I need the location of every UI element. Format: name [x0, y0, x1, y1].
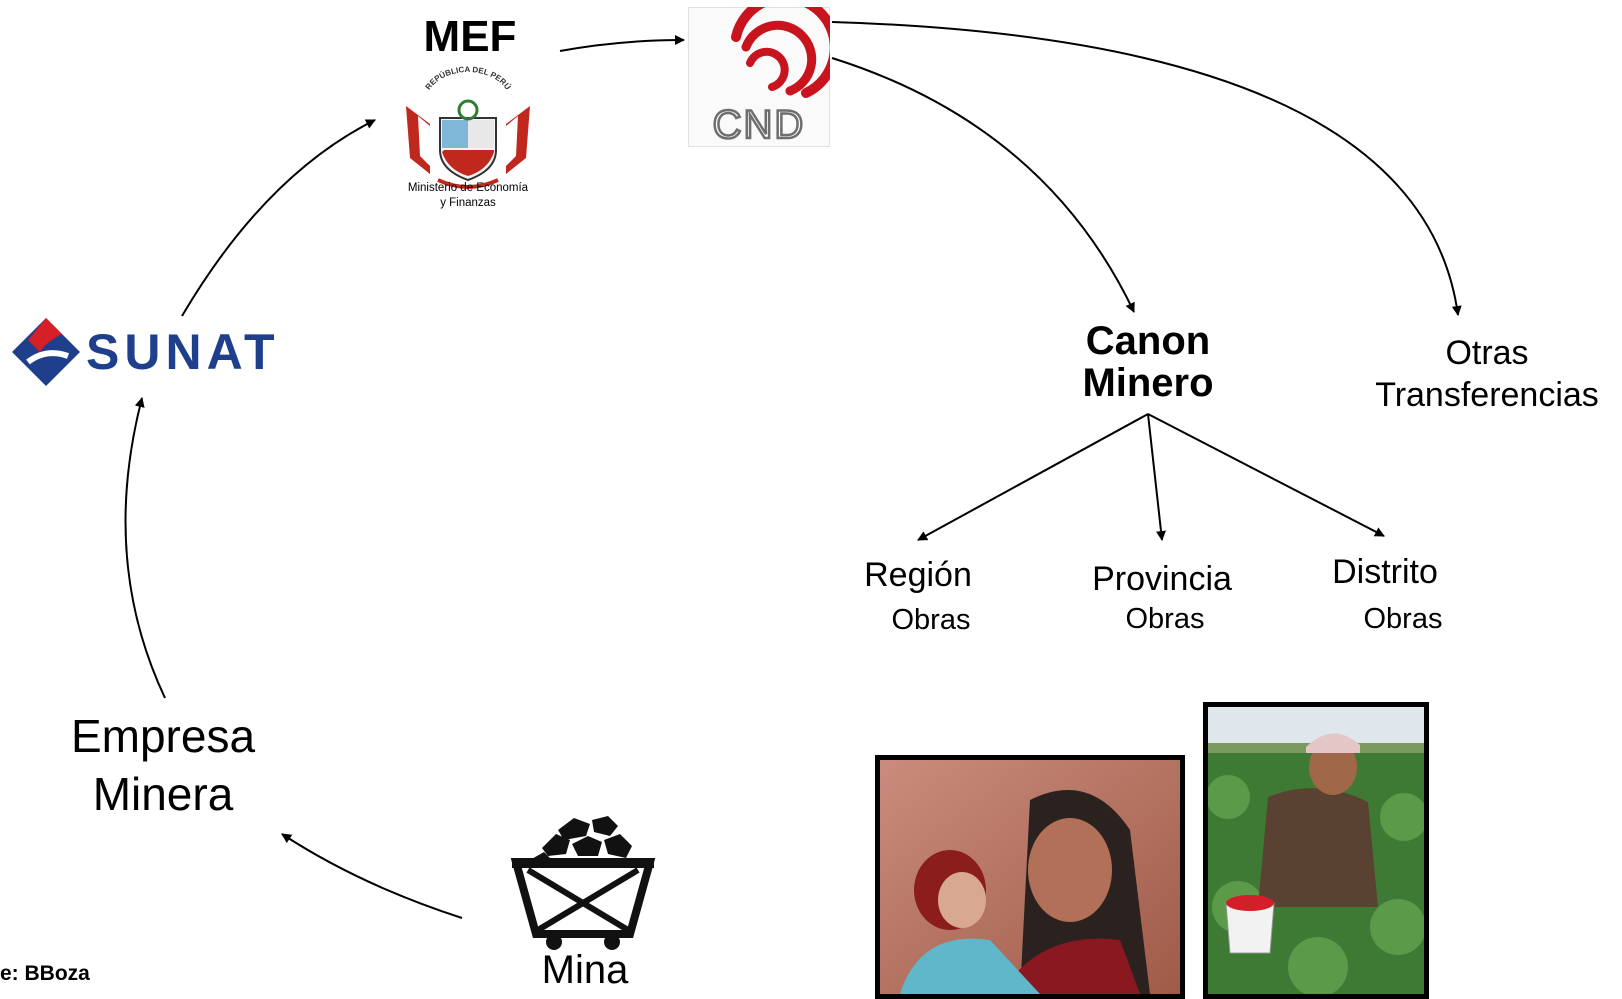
mef-title: MEF	[423, 12, 517, 61]
canon-line1: Canon	[1085, 319, 1211, 363]
arrow-cnd-to-otras	[831, 21, 1462, 316]
arrow-mef-to-cnd	[559, 35, 685, 52]
otras-transferencias-label: Otras Transferencias	[1362, 332, 1612, 416]
region-label: Región	[864, 556, 972, 594]
farmer-image	[1208, 707, 1424, 994]
svg-text:SUNAT: SUNAT	[86, 324, 280, 380]
arrow-canon-to-region	[917, 413, 1149, 541]
mine-cart-icon	[510, 816, 656, 950]
arrow-empresa-to-sunat	[124, 397, 166, 699]
distrito-obras-label: Obras	[1363, 603, 1443, 635]
empresa-line1: Empresa	[70, 710, 256, 762]
empresa-line2: Minera	[92, 768, 234, 820]
arrow-canon-to-provincia	[1147, 413, 1166, 541]
photo-mother-child	[875, 755, 1185, 999]
cnd-logo: CND	[688, 7, 830, 147]
region-obras-label: Obras	[891, 604, 971, 636]
arrow-canon-to-distrito	[1147, 413, 1385, 537]
arrow-mina-to-empresa	[281, 833, 463, 919]
provincia-label: Provincia	[1092, 560, 1232, 598]
mina-label: Mina	[541, 948, 629, 992]
otras-line1: Otras	[1445, 334, 1529, 372]
source-note: e: BBoza	[0, 962, 90, 985]
svg-text:REPÚBLICA DEL PERÚ: REPÚBLICA DEL PERÚ	[424, 65, 513, 92]
arrow-cnd-to-canon	[831, 57, 1135, 313]
distrito-label: Distrito	[1332, 553, 1438, 591]
canon-line2: Minero	[1082, 361, 1214, 405]
mef-seal-logo: REPÚBLICA DEL PERÚ Ministerio de Economí…	[406, 65, 530, 209]
svg-text:Ministerio de Economía: Ministerio de Economía	[408, 182, 529, 194]
provincia-obras-label: Obras	[1125, 603, 1205, 635]
otras-line2: Transferencias	[1375, 376, 1599, 414]
svg-text:y Finanzas: y Finanzas	[440, 197, 496, 209]
canon-minero-label: Canon Minero	[1058, 320, 1238, 404]
svg-text:CND: CND	[713, 103, 806, 147]
sunat-logo: SUNAT	[12, 318, 280, 386]
arrow-sunat-to-mef	[181, 119, 376, 317]
photo-farmer-strawberries	[1203, 702, 1429, 999]
mother-child-image	[880, 760, 1180, 994]
empresa-minera-label: Empresa Minera	[58, 707, 268, 823]
